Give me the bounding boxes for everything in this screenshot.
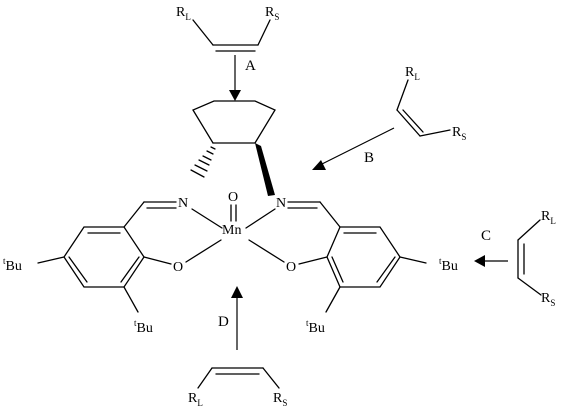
alkene-b-rs-label: RS — [452, 125, 466, 142]
oxo-oxygen: O — [228, 190, 238, 205]
wedge-bond-right — [255, 143, 275, 196]
alkene-b: RL RS — [396, 65, 466, 142]
alkene-d: RL RS — [188, 367, 287, 408]
alkene-d-rs-label: RS — [273, 391, 287, 408]
tbu-bond-left-ortho — [123, 286, 139, 313]
tbu-bond-left-para — [37, 256, 65, 264]
imine-right — [287, 201, 341, 228]
manganese-atom: Mn — [222, 223, 241, 238]
cyclohexane-ring — [192, 100, 276, 144]
approach-label-c: C — [481, 228, 491, 244]
tbu-right-para: tBu — [439, 256, 458, 274]
nitrogen-left: N — [178, 196, 188, 211]
tbu-right-ortho: tBu — [306, 318, 325, 336]
tbu-bond-right-ortho — [325, 286, 341, 313]
alkene-a: RL RS — [176, 5, 279, 52]
approach-label-d: D — [218, 314, 229, 330]
alkene-a-rs-label: RS — [265, 5, 279, 22]
hashed-bond-left — [190, 146, 216, 178]
mn-oxo-double-bond — [230, 204, 237, 222]
alkene-c: RL RS — [517, 209, 556, 308]
phenoxide-oxygen-left: O — [173, 260, 183, 275]
aryl-o-bond-right — [298, 256, 328, 265]
tbu-bond-right-para — [399, 256, 427, 264]
alkene-c-rl-label: RL — [541, 209, 556, 226]
approach-arrow-d: D — [218, 286, 243, 350]
benzene-ring-right — [326, 226, 401, 288]
mn-coordination-bonds — [185, 208, 285, 263]
approach-label-a: A — [245, 58, 256, 74]
approach-arrow-b: B — [312, 127, 395, 170]
alkene-a-rl-label: RL — [176, 5, 191, 22]
approach-label-b: B — [364, 150, 374, 166]
alkene-b-rl-label: RL — [405, 65, 420, 82]
tbu-left-para: tBu — [3, 256, 22, 274]
imine-left — [123, 201, 177, 228]
alkene-c-rs-label: RS — [541, 291, 555, 308]
aryl-o-bond-left — [143, 256, 172, 265]
approach-arrow-a: A — [229, 55, 256, 101]
nitrogen-right: N — [276, 196, 286, 211]
tbu-left-ortho: tBu — [134, 318, 153, 336]
phenoxide-oxygen-right: O — [286, 260, 296, 275]
approach-arrow-c: C — [474, 228, 508, 267]
alkene-d-rl-label: RL — [188, 391, 203, 408]
benzene-ring-left — [63, 226, 145, 288]
